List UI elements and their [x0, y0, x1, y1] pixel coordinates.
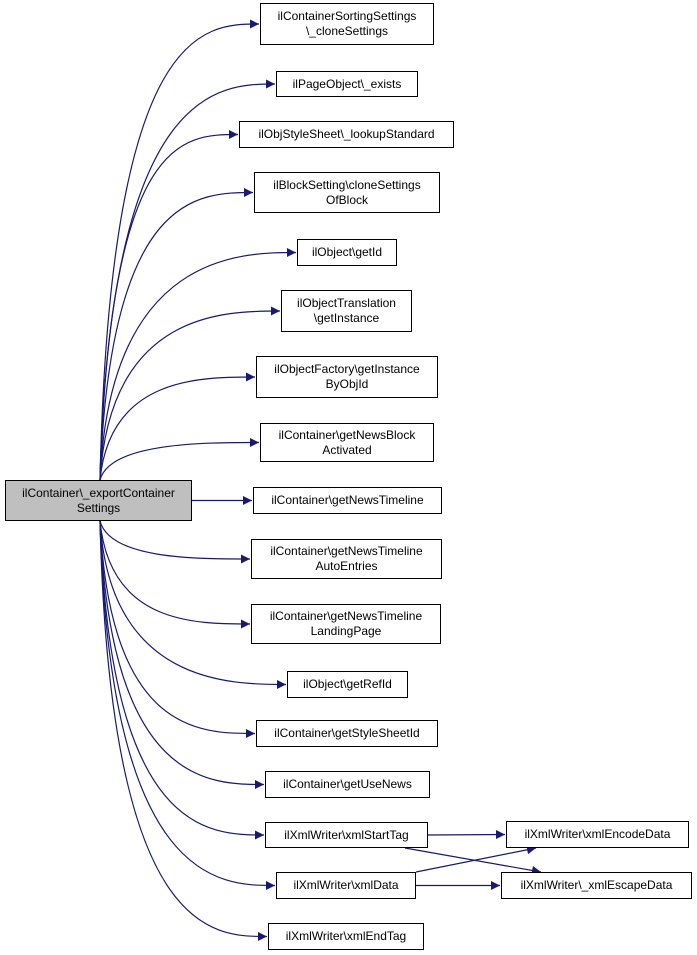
node-xml-writer-xml-start-tag[interactable]: ilXmlWriter\xmlStartTag: [265, 822, 428, 848]
node-xml-writer-xml-end-tag[interactable]: ilXmlWriter\xmlEndTag: [268, 923, 424, 950]
node-block-setting-clone-settings-of-block[interactable]: ilBlockSetting\cloneSettings OfBlock: [254, 172, 440, 213]
node-object-get-ref-id[interactable]: ilObject\getRefId: [287, 671, 408, 698]
node-xml-writer-xml-data[interactable]: ilXmlWriter\xmlData: [276, 872, 416, 899]
edge-n0-n16: [99, 520, 276, 890]
edge-n0-n8: [99, 438, 260, 481]
edge-n0-n17: [99, 520, 268, 941]
node-container-get-style-sheet-id[interactable]: ilContainer\getStyleSheetId: [256, 720, 438, 747]
edge-n0-n14: [99, 520, 265, 789]
node-root-export-container-settings: ilContainer\_exportContainer Settings: [5, 480, 192, 521]
edge-n0-n1: [99, 19, 260, 481]
node-container-get-news-timeline[interactable]: ilContainer\getNewsTimeline: [253, 487, 442, 514]
node-container-get-news-timeline-landing-page[interactable]: ilContainer\getNewsTimeline LandingPage: [251, 604, 441, 644]
node-object-factory-get-instance-by-obj-id[interactable]: ilObjectFactory\getInstance ByObjId: [256, 356, 438, 398]
edge-n0-n7: [99, 372, 256, 481]
edge-n0-n15: [99, 520, 265, 840]
node-container-get-news-timeline-auto-entries[interactable]: ilContainer\getNewsTimeline AutoEntries: [251, 539, 442, 579]
edge-n0-n10: [99, 520, 251, 564]
edge-n0-n6: [99, 306, 281, 481]
edge-n0-n11: [99, 520, 251, 629]
node-object-get-id[interactable]: ilObject\getId: [297, 239, 397, 266]
node-container-sorting-clone-settings[interactable]: ilContainerSortingSettings \_cloneSettin…: [260, 3, 434, 45]
edge-n15-n18: [427, 830, 506, 840]
edge-n16-n18: [415, 845, 537, 873]
node-page-object-exists[interactable]: ilPageObject\_exists: [276, 71, 418, 97]
node-xml-writer-xml-escape-data[interactable]: ilXmlWriter\_xmlEscapeData: [501, 872, 692, 899]
edge-n0-n12: [99, 520, 287, 689]
edge-n0-n5: [99, 248, 297, 481]
edge-n0-n3: [99, 130, 239, 481]
edge-n0-n13: [99, 520, 256, 738]
node-obj-style-sheet-lookup-standard[interactable]: ilObjStyleSheet\_lookupStandard: [239, 121, 454, 148]
node-container-get-use-news[interactable]: ilContainer\getUseNews: [265, 771, 430, 798]
node-object-translation-get-instance[interactable]: ilObjectTranslation \getInstance: [281, 290, 412, 332]
node-xml-writer-xml-encode-data[interactable]: ilXmlWriter\xmlEncodeData: [506, 821, 689, 848]
edges: [99, 19, 542, 941]
edge-n0-n4: [99, 188, 254, 481]
node-container-get-news-block-activated[interactable]: ilContainer\getNewsBlock Activated: [260, 423, 434, 462]
